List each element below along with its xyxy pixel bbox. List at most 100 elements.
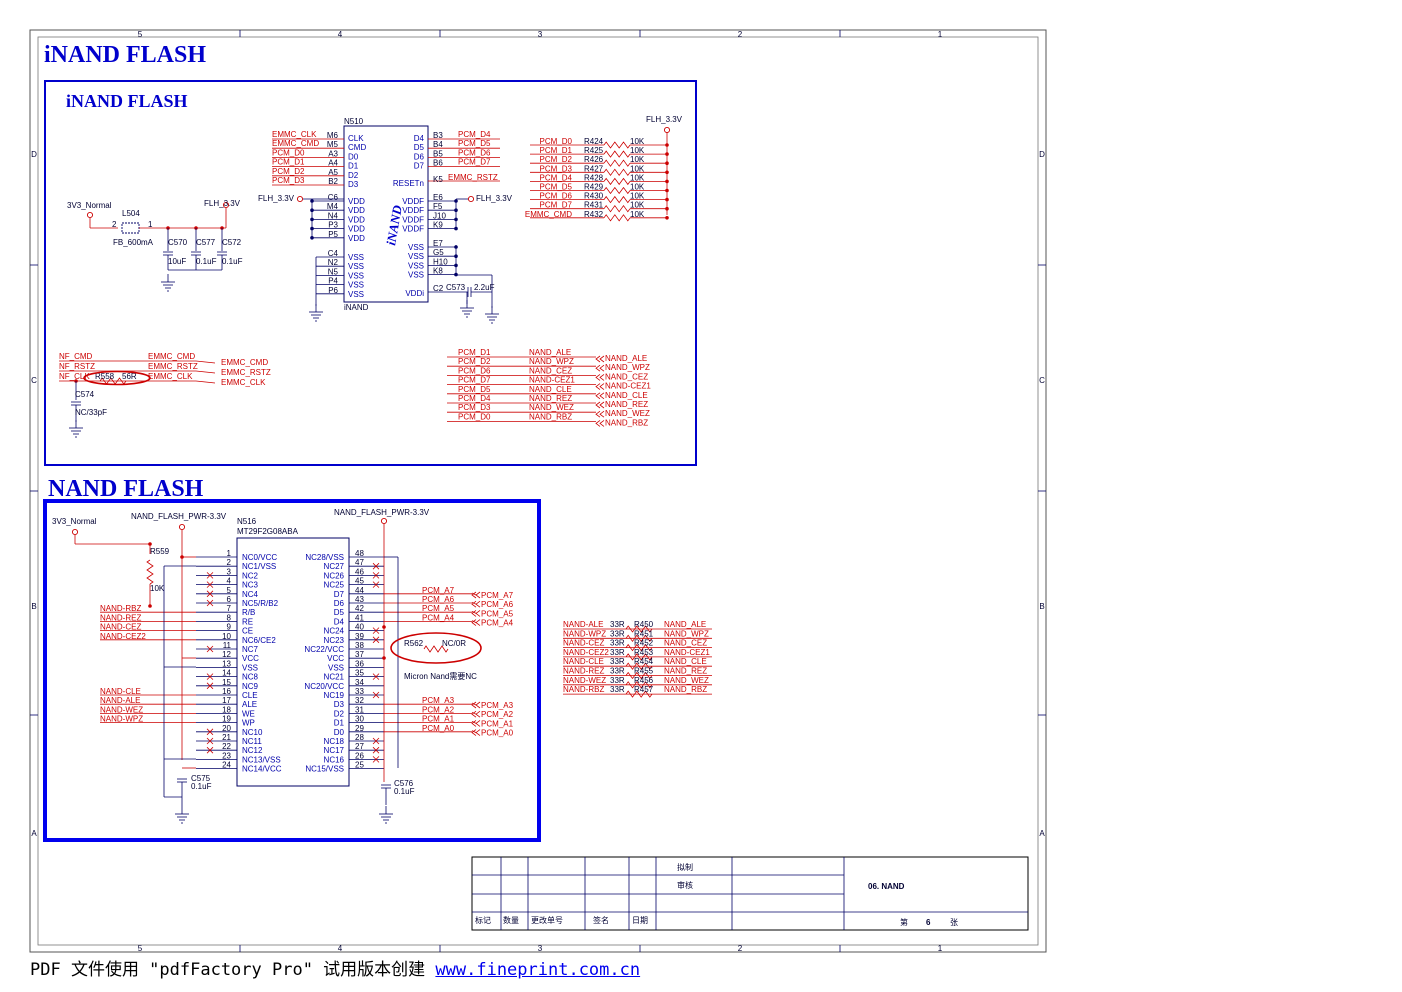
nand-left-pin-name: NC11 xyxy=(242,737,262,746)
nand-pull-value: 10K xyxy=(150,584,165,593)
nand-right-pin-num: 25 xyxy=(355,761,364,770)
inand-vss-name: VSS xyxy=(348,271,364,280)
footer-text: PDF 文件使用 "pdfFactory Pro" 试用版本创建 xyxy=(30,960,436,980)
nand-left-pin-num: 15 xyxy=(222,678,231,687)
pullup-junction xyxy=(665,179,669,184)
inand-vdd-name: VDD xyxy=(348,225,365,234)
pullup-ref: R426 xyxy=(584,155,604,164)
pullup-rail-port xyxy=(663,126,671,134)
nand-left-net: NAND-RBZ xyxy=(100,604,141,613)
nand-right-net: PCM_A1 xyxy=(422,715,455,724)
inand-vdd-name: VDD xyxy=(348,234,365,243)
series-in: NAND-CEZ2 xyxy=(563,648,609,657)
nc-mark xyxy=(206,572,214,579)
nand-right-pin-num: 45 xyxy=(355,577,364,586)
offpage-connector xyxy=(595,392,605,400)
series-value: 33R xyxy=(610,657,625,666)
nand-left-pin-num: 12 xyxy=(222,650,231,659)
map-right-out: NAND_REZ xyxy=(605,400,648,409)
pullup-value: 10K xyxy=(630,192,645,201)
nand-right-pin-name: NC18 xyxy=(324,737,345,746)
inand-vddf-name: VDDF xyxy=(402,225,424,234)
inand-left-pin-num: B2 xyxy=(328,177,338,186)
pullup-junction xyxy=(665,170,669,175)
nand-nc-resistor xyxy=(423,645,449,653)
nand-pull-resistor xyxy=(146,559,154,585)
nand-power-in: 3V3_Normal xyxy=(52,517,97,526)
pullup-net: PCM_D4 xyxy=(540,173,573,182)
nc-mark xyxy=(206,645,214,653)
inand-left-net: PCM_D3 xyxy=(272,176,305,185)
footer-link[interactable]: www.fineprint.com.cn xyxy=(435,960,641,980)
series-in: NAND-CEZ xyxy=(563,639,604,648)
filter-cap-ref: C572 xyxy=(222,238,242,247)
nand-left-pin-name: NC13/VSS xyxy=(242,755,281,764)
nand-right-pin-num: 27 xyxy=(355,742,364,751)
series-out: NAND_WPZ xyxy=(664,629,709,638)
nand-right-net: PCM_A3 xyxy=(422,696,455,705)
inand-reset-net: EMMC_RSTZ xyxy=(448,173,498,182)
offpage-connector xyxy=(595,410,605,418)
series-ref: R454 xyxy=(634,657,654,666)
offpage-connector xyxy=(595,383,605,390)
nand-right-pin-name: VCC xyxy=(327,654,344,663)
series-in: NAND-ALE xyxy=(563,620,603,629)
inand-right-pin-num: B4 xyxy=(433,140,443,149)
nand-left-pin-num: 9 xyxy=(227,623,232,632)
offpage-connector xyxy=(471,701,481,709)
inand-left-pin-name: CLK xyxy=(348,134,364,143)
inand-vss-name: VSS xyxy=(348,281,364,290)
map-right-out: NAND-CEZ1 xyxy=(605,382,651,391)
offpage-connector xyxy=(595,374,605,381)
nand-left-pin-name: NC4 xyxy=(242,590,259,599)
pullup-resistor xyxy=(603,177,631,186)
nand-right-pin-num: 37 xyxy=(355,650,364,659)
inand-vss-name: VSS xyxy=(348,262,364,271)
inand-right-pin-num: B3 xyxy=(433,131,443,140)
inand-vss-num: P6 xyxy=(328,286,338,295)
inand-vddf-num: K9 xyxy=(433,221,443,230)
nand-left-net: NAND-CEZ2 xyxy=(100,632,146,641)
nand-offpage-top: PCM_A5 xyxy=(481,609,514,618)
inand-left-net: PCM_D2 xyxy=(272,167,305,176)
series-out: NAND_CLE xyxy=(664,657,707,666)
series-resistor xyxy=(625,671,653,680)
nand-left-pin-name: NC8 xyxy=(242,673,259,682)
inand-right-pin-name: D6 xyxy=(414,152,425,161)
inand-vss-num: C4 xyxy=(328,249,339,258)
inand-left-pin-num: M6 xyxy=(327,131,339,140)
page-title: iNAND FLASH xyxy=(44,42,206,68)
titleblock-sheet-suffix: 张 xyxy=(950,918,958,927)
inand-vss-name: VSS xyxy=(348,290,364,299)
nc-mark xyxy=(206,590,214,598)
nand-left-net: NAND-REZ xyxy=(100,613,141,622)
nand-right-pin-name: NC26 xyxy=(324,571,345,580)
nand-right-pin-name: D1 xyxy=(334,719,345,728)
inand-ic-name: iNAND xyxy=(344,303,369,312)
map-right-out: NAND_WEZ xyxy=(605,409,650,418)
pullup-resistor xyxy=(603,186,631,195)
highlight-circle-r558 xyxy=(83,370,151,386)
inand-power-right-port xyxy=(467,195,475,203)
inand-right-pin-name: D5 xyxy=(414,143,425,152)
inand-vdd-num: M4 xyxy=(327,202,339,211)
nc-mark xyxy=(206,599,214,607)
nc-mark xyxy=(372,756,380,763)
map-right-nand: NAND_ALE xyxy=(529,348,571,357)
titleblock-col-label: 签名 xyxy=(593,915,609,925)
nand-right-pin-num: 44 xyxy=(355,586,364,595)
pullup-ref: R425 xyxy=(584,146,604,155)
map-left-from: NF_CLK xyxy=(59,372,90,381)
inand-right-net: PCM_D6 xyxy=(458,148,491,157)
inand-left-pin-name: D2 xyxy=(348,171,359,180)
nand-right-pin-name: NC23 xyxy=(324,636,345,645)
inand-vdd-num: P5 xyxy=(328,230,338,239)
nand-section-title: NAND FLASH xyxy=(48,476,204,502)
inand-left-pin-name: CMD xyxy=(348,143,366,152)
titleblock-col-label: 标记 xyxy=(475,915,491,925)
titleblock-col-label: 日期 xyxy=(632,916,648,925)
nand-power-rail-port xyxy=(178,523,186,531)
nand-left-pin-num: 20 xyxy=(222,724,231,733)
nand-left-pin-num: 10 xyxy=(222,632,231,641)
